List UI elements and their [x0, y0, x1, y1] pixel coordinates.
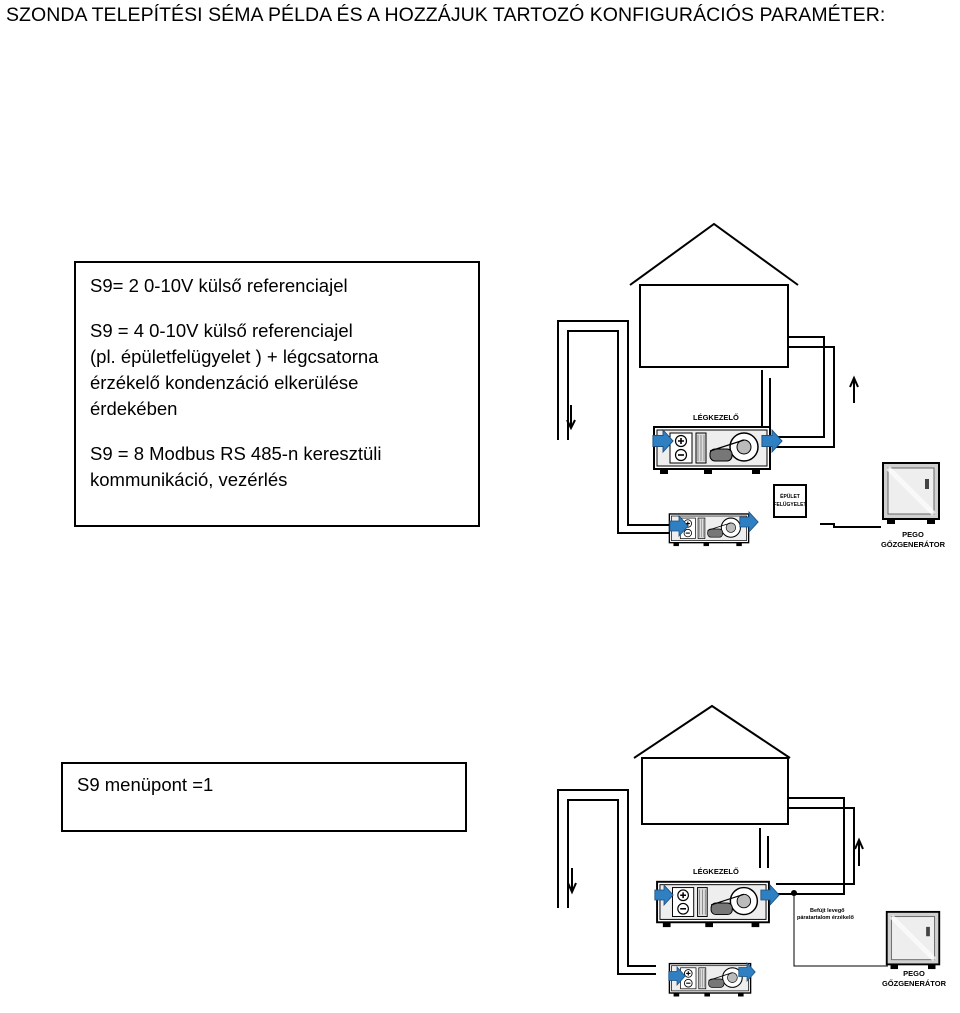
duct-lines [557, 320, 881, 534]
steam-generator-icon [883, 463, 939, 524]
duct-flow-up-arrow-icon [849, 375, 859, 403]
house-icon [629, 222, 799, 368]
sensor-label: Befújt levegő [810, 908, 845, 914]
config-line: kommunikáció, vezérlés [90, 469, 288, 490]
duct-flow-up-arrow-icon [854, 837, 864, 866]
bms-controller-box: ÉPÜLET FELÜGYELET [773, 484, 807, 518]
duct-lines [557, 789, 855, 975]
config-box-s9-options: S9= 2 0-10V külső referenciajel S9 = 4 0… [74, 261, 480, 527]
generator-label: GŐZGENERÁTOR [881, 540, 946, 549]
config-line: (pl. épületfelügyelet ) + légcsatorna [90, 346, 379, 367]
duct-flow-down-arrow-icon [566, 405, 576, 431]
bms-label: ÉPÜLET [780, 492, 800, 500]
bms-label: FELÜGYELET [773, 501, 806, 508]
config-box-s9-menu: S9 menüpont =1 [61, 762, 467, 832]
humidity-sensor-wire [791, 890, 888, 967]
config-line: érdekében [90, 398, 178, 419]
sensor-label: páratartalom érzékelő [797, 915, 854, 921]
config-line: S9 menüpont =1 [77, 774, 214, 795]
generator-label: GŐZGENERÁTOR [882, 979, 947, 988]
steam-generator-icon [887, 912, 940, 969]
house-icon [633, 704, 791, 825]
config-line: S9 = 4 0-10V külső referenciajel [90, 320, 353, 341]
installation-diagram-sensor: LÉGKEZELŐ Befújt levegő páratartalom érz… [557, 704, 947, 998]
config-line: érzékelő kondenzáció elkerülése [90, 372, 359, 393]
air-handler-label: LÉGKEZELŐ [693, 413, 739, 422]
duct-flow-down-arrow-icon [567, 868, 577, 895]
generator-label: PEGO [902, 530, 924, 539]
air-handler-label: LÉGKEZELŐ [693, 867, 739, 876]
generator-label: PEGO [903, 969, 925, 978]
installation-diagram-bms: LÉGKEZELŐ ÉPÜLET FELÜGYELET PEGO GŐZGENE… [557, 222, 946, 549]
air-handler-upper [653, 426, 771, 475]
page-title: SZONDA TELEPÍTÉSI SÉMA PÉLDA ÉS A HOZZÁJ… [6, 4, 886, 26]
air-handler-upper [656, 880, 770, 929]
config-line: S9 = 8 Modbus RS 485-n keresztüli [90, 443, 382, 464]
config-line: S9= 2 0-10V külső referenciajel [90, 275, 348, 296]
